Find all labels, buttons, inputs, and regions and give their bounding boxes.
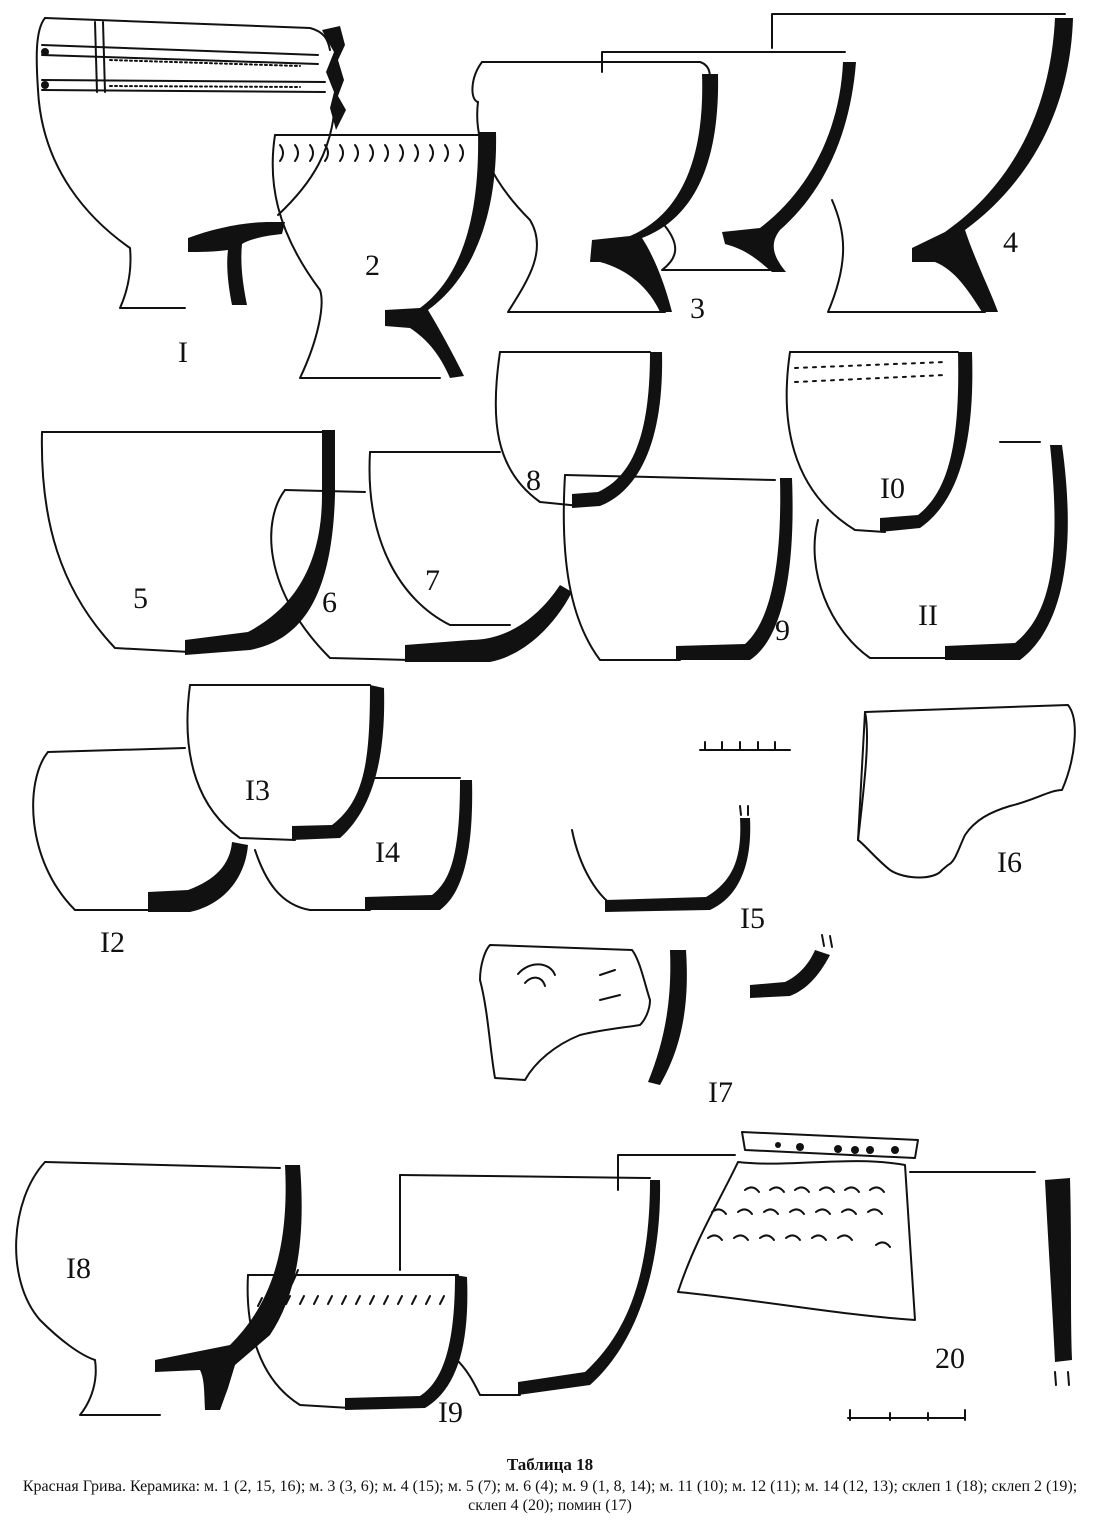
vessel-3: 3	[471, 51, 856, 325]
svg-text:3: 3	[690, 292, 705, 325]
vessel-label-4: 4	[1003, 226, 1018, 259]
comma-ornament-19	[257, 1295, 445, 1307]
pottery-plate: 3 4 I 2 5 6	[15, 13, 1076, 1429]
vessel-18: I8	[15, 1161, 302, 1416]
vessel-14: I4	[254, 777, 473, 911]
vessel-label-14: I4	[375, 836, 400, 869]
vessel-label-2: 2	[365, 249, 380, 282]
vessel-label-20: 20	[935, 1342, 965, 1375]
vessel-12: I2	[32, 747, 248, 959]
hook-ornament-20	[707, 1186, 891, 1248]
vessel-13: I3	[186, 684, 385, 841]
vessel-label-8: 8	[526, 464, 541, 497]
vessel-label-15: I5	[740, 902, 765, 935]
vessel-19: I9	[246, 1174, 661, 1429]
vessel-8: 8	[494, 351, 663, 508]
vessel-label-16: I6	[997, 846, 1022, 879]
vessel-label-13: I3	[245, 774, 270, 807]
chevron-ornament-2	[279, 144, 464, 162]
vessel-label-10: I0	[880, 472, 905, 505]
vessel-10: I0	[785, 351, 973, 533]
dot-ornament-10	[794, 361, 946, 383]
vessel-label-12: I2	[100, 926, 125, 959]
vessel-label-9: 9	[775, 614, 790, 647]
vessel-label-1: I	[178, 336, 188, 369]
vessel-7: 7	[368, 451, 511, 626]
plate-caption-text: Красная Грива. Керамика: м. 1 (2, 15, 16…	[22, 1478, 1078, 1514]
vessel-label-18: I8	[66, 1252, 91, 1285]
vessel-label-6: 6	[322, 586, 337, 619]
vessel-label-19: I9	[438, 1396, 463, 1429]
vessel-9: 9	[562, 474, 793, 661]
vessel-20: 20	[617, 1131, 1072, 1421]
vessel-5: 5	[40, 430, 335, 655]
dot-ornament-20	[775, 1142, 899, 1154]
vessel-17: I7	[479, 934, 833, 1109]
vessel-label-7: 7	[425, 564, 440, 597]
vessel-label-17: I7	[708, 1076, 733, 1109]
vessel-6: 6	[270, 489, 572, 662]
vessel-1: I	[35, 17, 346, 369]
vessel-4	[771, 13, 1073, 313]
plate-caption: Таблица 18 Красная Грива. Керамика: м. 1…	[20, 1455, 1080, 1515]
vessel-16: I6	[857, 704, 1076, 879]
vessel-2: 2	[271, 132, 497, 379]
vessel-label-11: II	[918, 599, 938, 632]
plate-title: Таблица 18	[506, 1455, 594, 1474]
vessel-15: I5	[571, 741, 791, 935]
vessel-label-5: 5	[133, 582, 148, 615]
vessel-11: II	[813, 441, 1068, 660]
